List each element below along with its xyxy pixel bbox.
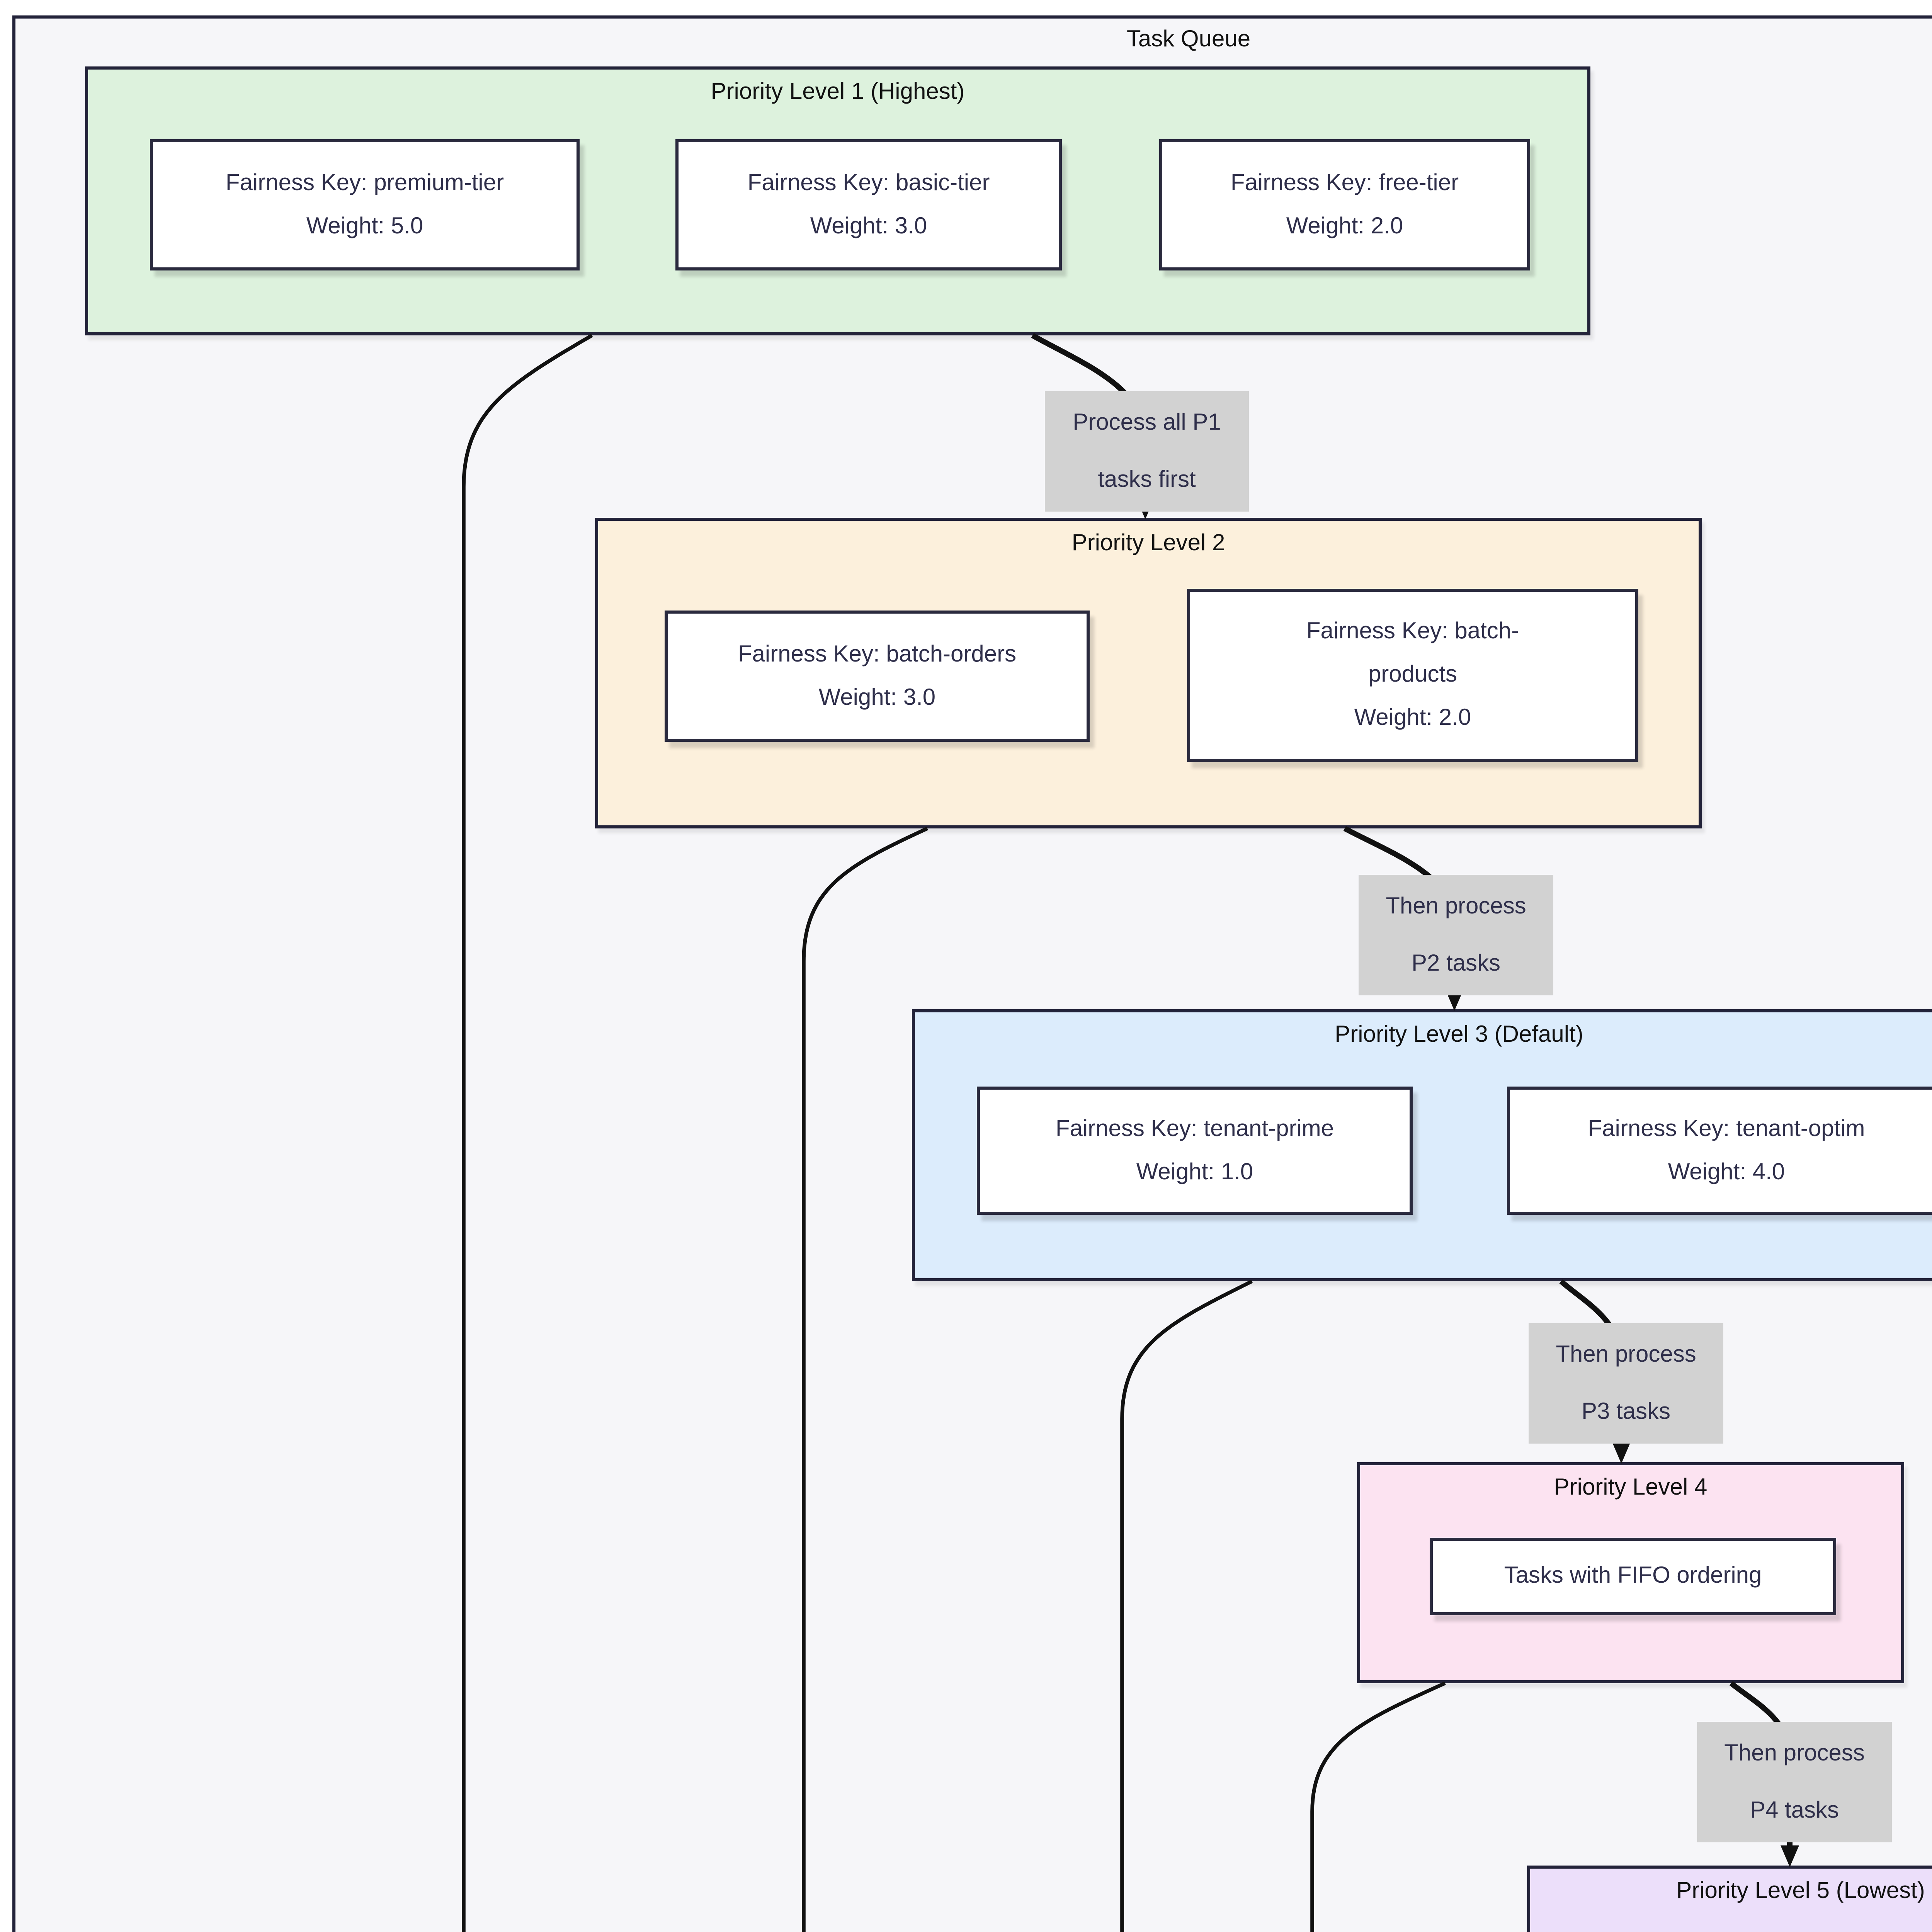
edge-label-line: P4 tasks [1750, 1798, 1839, 1824]
node-tenant-prime: Fairness Key: tenant-prime Weight: 1.0 [977, 1087, 1413, 1215]
node-line: Weight: 3.0 [810, 213, 927, 239]
node-line: Weight: 3.0 [818, 684, 936, 710]
node-line: Weight: 2.0 [1286, 213, 1403, 239]
priority-level-5-box: Priority Level 5 (Lowest) Tasks with FIF… [1527, 1866, 1932, 1932]
priority-level-4-box: Priority Level 4 Tasks with FIFO orderin… [1357, 1462, 1904, 1683]
node-line: Weight: 5.0 [306, 213, 423, 239]
node-free-tier: Fairness Key: free-tier Weight: 2.0 [1159, 139, 1530, 270]
edge-label-line: P2 tasks [1411, 951, 1501, 977]
node-line: Fairness Key: batch-orders [738, 641, 1017, 667]
edge-label-process-p2: Then process P2 tasks [1359, 875, 1553, 995]
edge-label-process-p3: Then process P3 tasks [1529, 1323, 1723, 1444]
node-line: Weight: 1.0 [1136, 1158, 1253, 1185]
node-basic-tier: Fairness Key: basic-tier Weight: 3.0 [675, 139, 1062, 270]
node-line: Fairness Key: premium-tier [225, 169, 504, 196]
node-batch-products: Fairness Key: batch- products Weight: 2.… [1187, 589, 1638, 762]
container-title: Task Queue [1126, 26, 1251, 53]
node-line: Fairness Key: basic-tier [747, 169, 990, 196]
edge-label-process-p1: Process all P1 tasks first [1045, 391, 1249, 512]
node-line: Fairness Key: tenant-optim [1588, 1115, 1865, 1141]
edge-label-line: Then process [1724, 1740, 1865, 1767]
node-premium-tier: Fairness Key: premium-tier Weight: 5.0 [150, 139, 580, 270]
edge-label-line: Then process [1556, 1342, 1696, 1368]
node-line: Tasks with FIFO ordering [1504, 1563, 1762, 1589]
edge-label-process-p4: Then process P4 tasks [1697, 1722, 1892, 1842]
node-fifo-p4: Tasks with FIFO ordering [1430, 1538, 1836, 1615]
node-batch-orders: Fairness Key: batch-orders Weight: 3.0 [665, 611, 1090, 742]
priority-level-4-title: Priority Level 4 [1554, 1475, 1708, 1501]
node-line: Fairness Key: tenant-prime [1055, 1115, 1334, 1141]
edge-label-line: P3 tasks [1581, 1399, 1671, 1425]
node-line: products [1368, 662, 1458, 688]
node-line: Weight: 4.0 [1668, 1158, 1785, 1185]
priority-level-3-title: Priority Level 3 (Default) [1335, 1022, 1583, 1048]
edge-label-line: tasks first [1098, 467, 1196, 493]
priority-level-2-title: Priority Level 2 [1071, 530, 1225, 556]
edge-label-line: Then process [1386, 893, 1526, 920]
node-line: Fairness Key: free-tier [1230, 169, 1459, 196]
priority-level-1-title: Priority Level 1 (Highest) [711, 79, 965, 105]
node-line: Fairness Key: batch- [1306, 618, 1519, 645]
priority-level-2-box: Priority Level 2 Fairness Key: batch-ord… [595, 518, 1702, 828]
node-tenant-optim: Fairness Key: tenant-optim Weight: 4.0 [1507, 1087, 1932, 1215]
priority-level-3-box: Priority Level 3 (Default) Fairness Key:… [912, 1009, 1932, 1281]
node-line: Weight: 2.0 [1354, 705, 1471, 731]
priority-level-1-box: Priority Level 1 (Highest) Fairness Key:… [85, 66, 1590, 335]
priority-level-5-title: Priority Level 5 (Lowest) [1676, 1878, 1925, 1904]
edge-label-line: Process all P1 [1073, 410, 1221, 436]
